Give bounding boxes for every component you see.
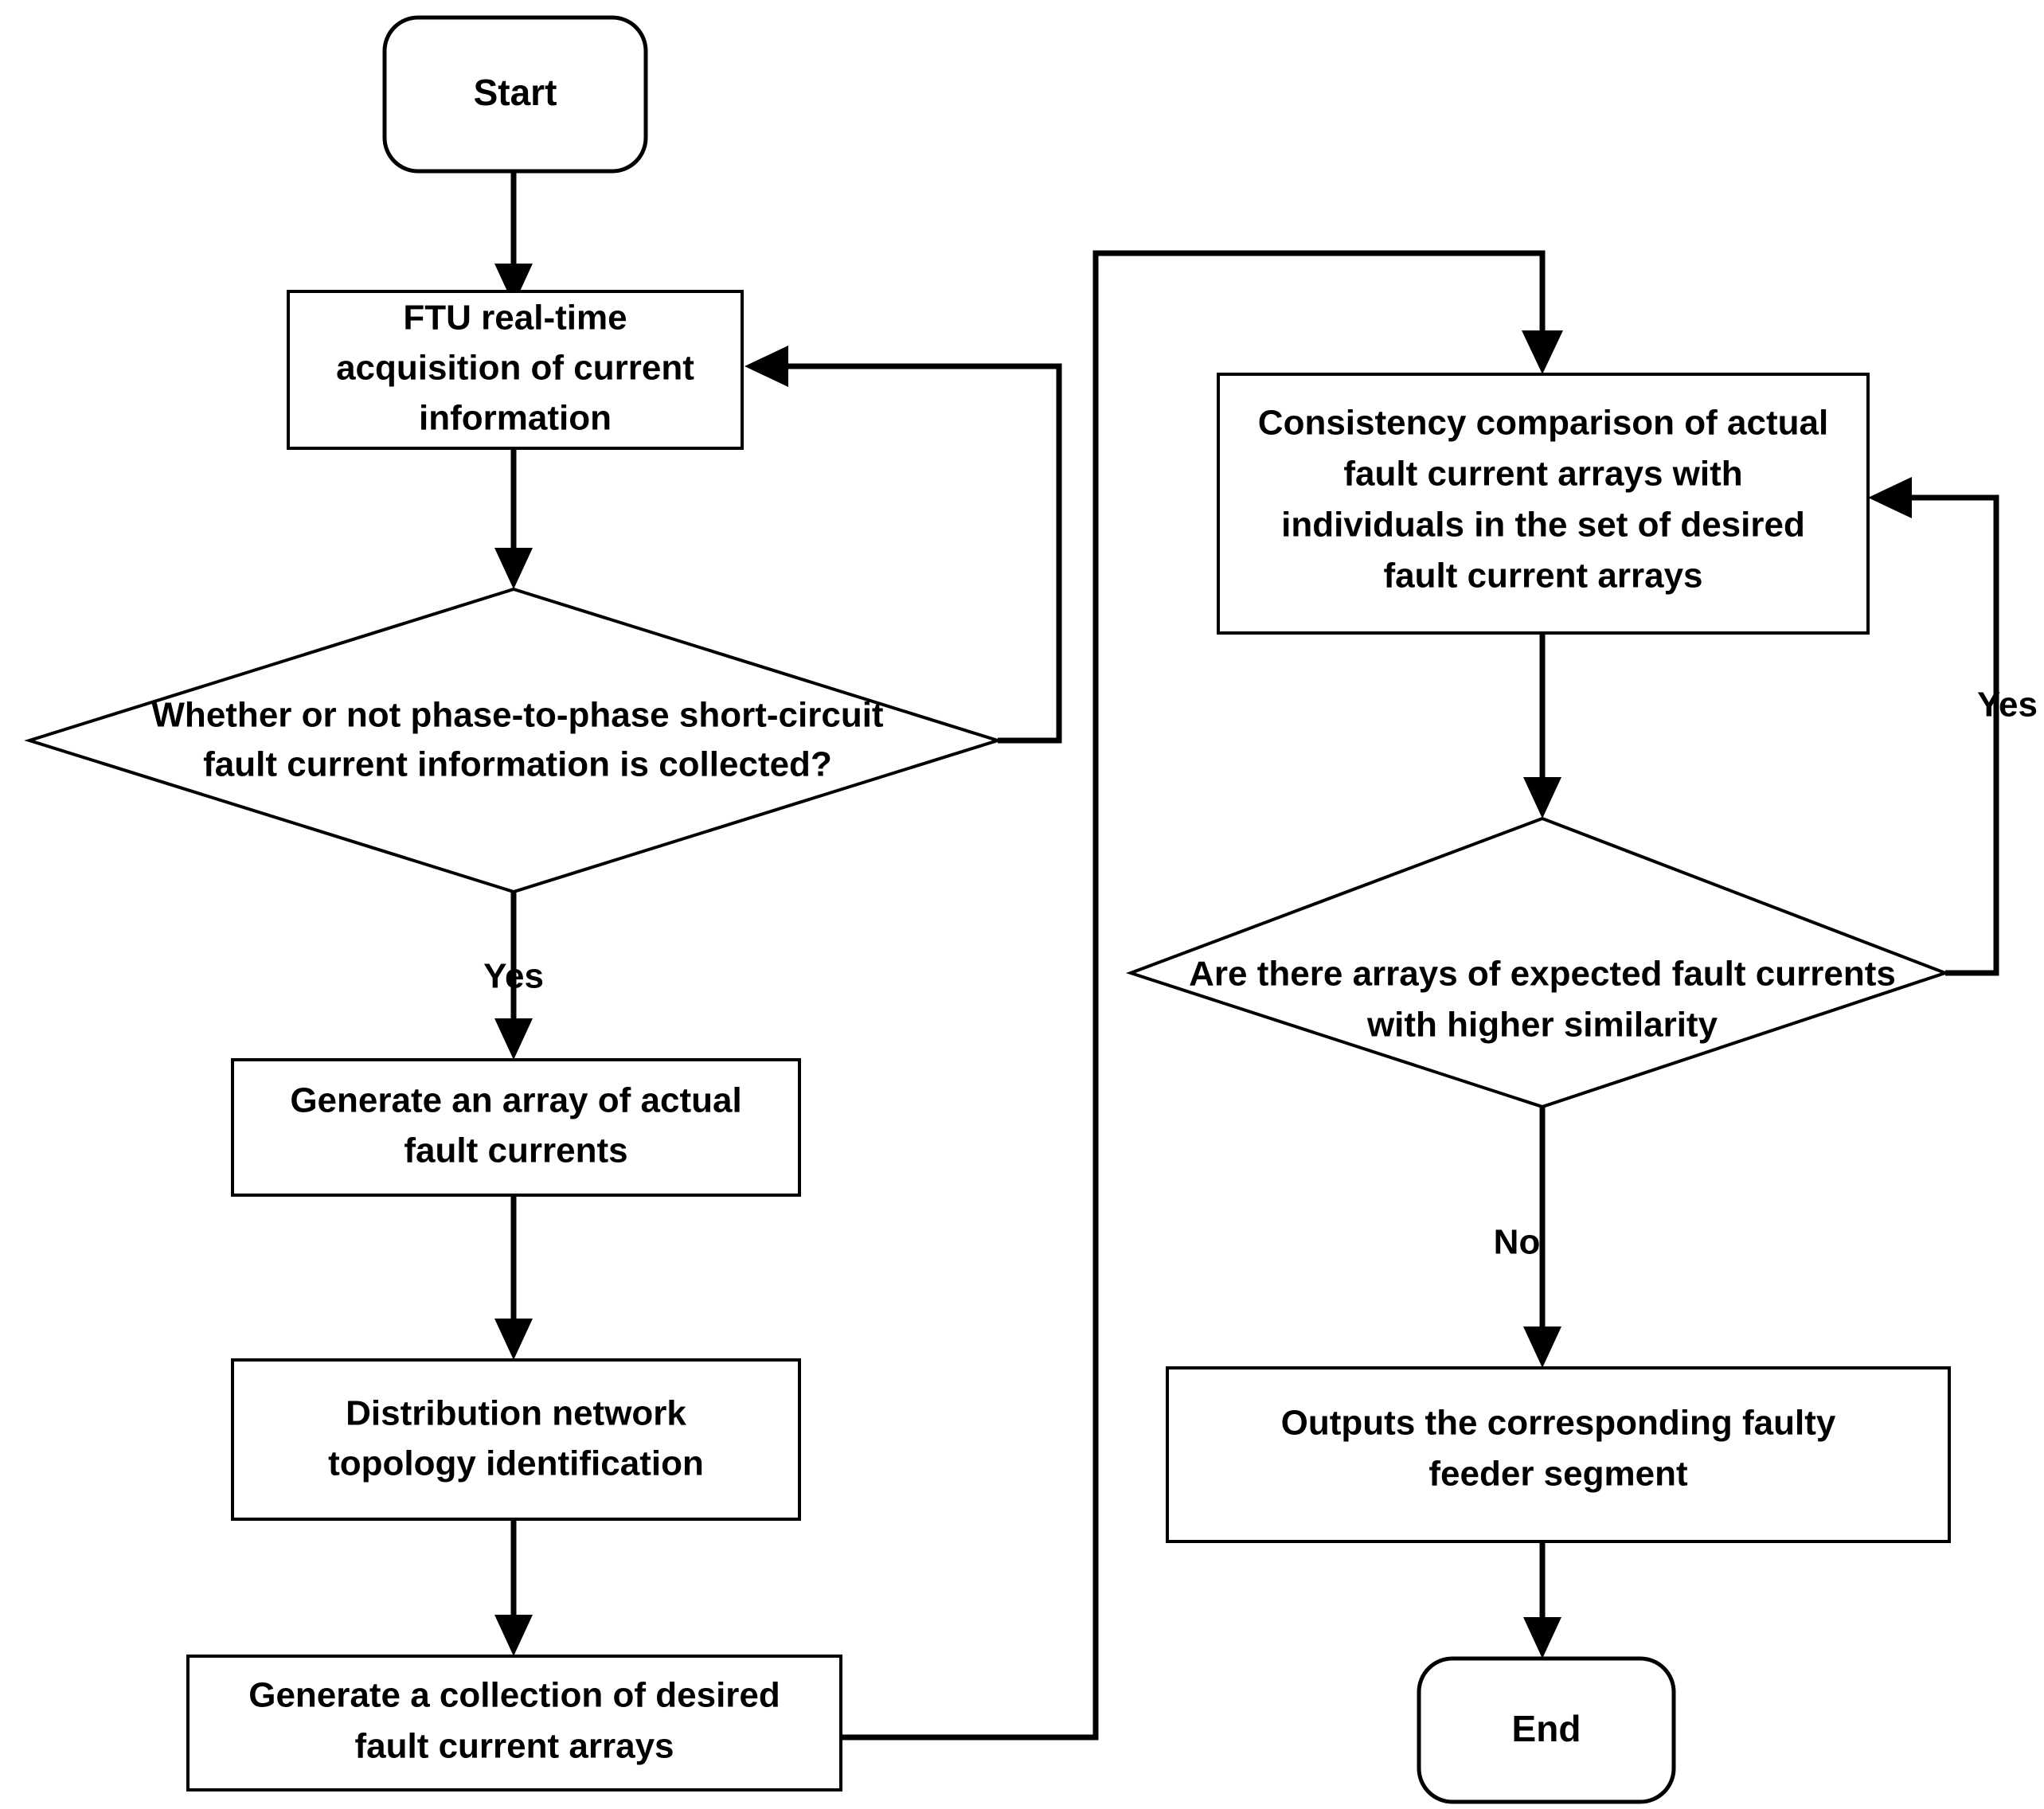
generate-desired-shape (186, 1655, 842, 1791)
decision1-label-line1: Whether or not phase-to-phase short-circ… (151, 696, 884, 735)
topology-label-line2: topology identification (328, 1444, 704, 1483)
node-decision2[interactable]: Are there arrays of expected fault curre… (1125, 816, 1950, 1109)
output-label-line2: feeder segment (1428, 1455, 1688, 1494)
edge-decision2-yes-to-consistency (1868, 477, 1999, 976)
edge-output-to-end (1523, 1541, 1561, 1659)
generate-desired-label-line2: fault current arrays (354, 1727, 674, 1766)
consistency-label-line3: individuals in the set of desired (1281, 506, 1805, 545)
decision2-label-line2: with higher similarity (1366, 1006, 1718, 1045)
end-shape (1417, 1656, 1676, 1804)
topology-label-line1: Distribution network (346, 1394, 686, 1433)
ftu-label-line2: acquisition of current (336, 349, 694, 388)
edge-decision2-no-to-output (1523, 1107, 1561, 1368)
consistency-label-line1: Consistency comparison of actual (1258, 404, 1828, 443)
decision2-shape (1125, 816, 1950, 1109)
ftu-label-line1: FTU real-time (403, 299, 627, 338)
decision1-label-line2: fault current information is collected? (203, 745, 832, 784)
node-generate-actual[interactable]: Generate an array of actual fault curren… (231, 1058, 801, 1197)
output-label-line1: Outputs the corresponding faulty (1281, 1404, 1836, 1443)
edge-ftu-to-decision1 (494, 448, 533, 589)
node-start[interactable]: Start (382, 15, 648, 174)
output-shape (1166, 1366, 1951, 1543)
edge-start-to-ftu (494, 171, 533, 305)
edge-generate-actual-to-topology (494, 1195, 533, 1360)
node-consistency[interactable]: Consistency comparison of actual fault c… (1217, 373, 1870, 635)
node-generate-desired[interactable]: Generate a collection of desired fault c… (186, 1655, 842, 1791)
ftu-shape (287, 290, 744, 450)
generate-actual-shape (231, 1058, 801, 1197)
generate-actual-label-line2: fault currents (404, 1131, 627, 1170)
decision2-label-line1: Are there arrays of expected fault curre… (1189, 955, 1896, 994)
node-decision1[interactable]: Whether or not phase-to-phase short-circ… (24, 587, 1003, 894)
generate-desired-label-line1: Generate a collection of desired (248, 1676, 780, 1715)
edge-consistency-to-decision2 (1523, 633, 1561, 819)
edge-generate-desired-to-consistency (841, 250, 1563, 1741)
consistency-label-line2: fault current arrays with (1343, 455, 1742, 494)
consistency-label-line4: fault current arrays (1383, 557, 1702, 596)
start-label: Start (474, 72, 557, 113)
consistency-shape (1217, 373, 1870, 635)
end-label: End (1512, 1708, 1581, 1749)
node-topology[interactable]: Distribution network topology identifica… (231, 1358, 801, 1521)
edge-decision1-loop-to-ftu (745, 346, 1062, 744)
topology-shape (231, 1358, 801, 1521)
node-output[interactable]: Outputs the corresponding faulty feeder … (1166, 1366, 1951, 1543)
ftu-label-line3: information (419, 399, 612, 438)
edge-label-decision2-yes: Yes (1977, 686, 2038, 725)
generate-actual-label-line1: Generate an array of actual (290, 1081, 741, 1120)
edge-label-decision1-yes: Yes (483, 957, 544, 996)
start-shape (382, 15, 648, 174)
edge-label-decision2-no: No (1494, 1223, 1541, 1262)
node-ftu[interactable]: FTU real-time acquisition of current inf… (287, 290, 744, 450)
edge-decision1-yes-to-generate-actual (494, 892, 533, 1060)
decision1-shape (24, 587, 1003, 894)
edge-topology-to-generate-desired (494, 1519, 533, 1656)
node-end[interactable]: End (1417, 1656, 1676, 1804)
